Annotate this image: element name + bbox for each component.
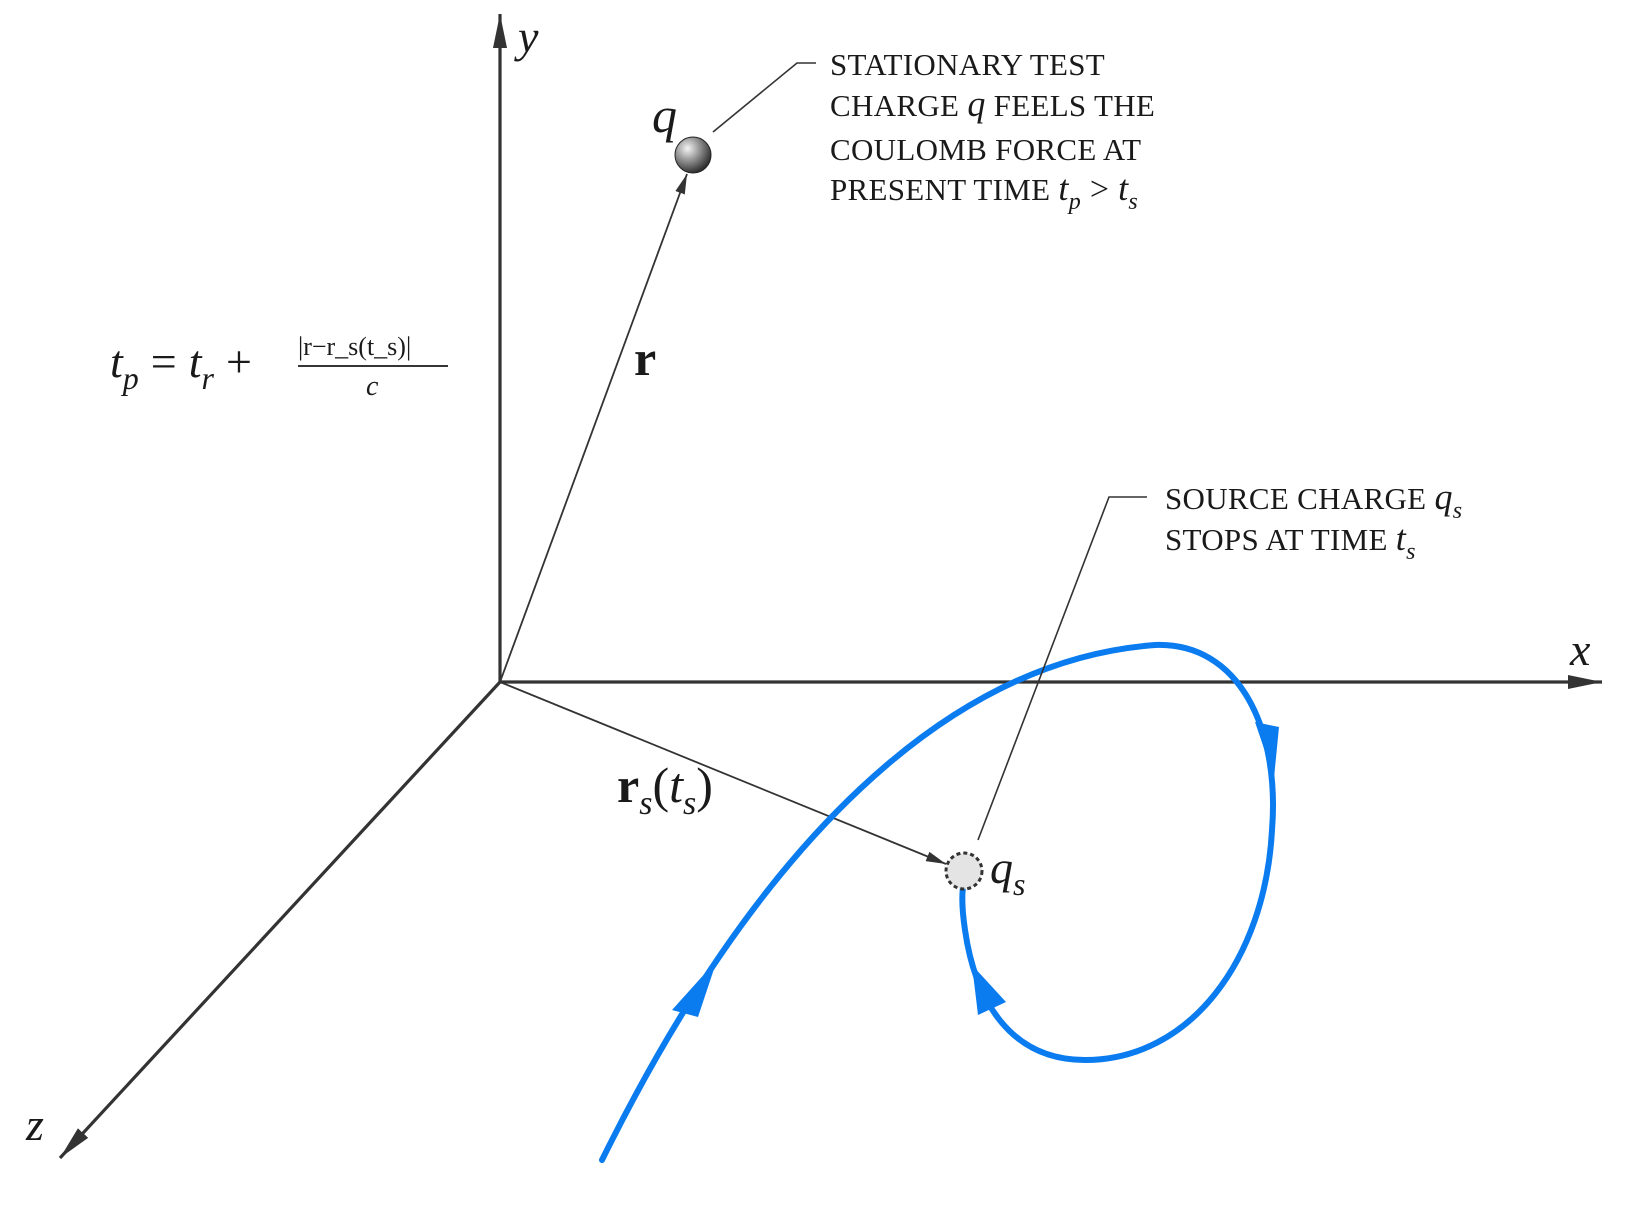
y-axis-label: y — [514, 11, 539, 62]
source-note-line-2-sub: s — [1406, 539, 1416, 565]
trajectory-arrow-1 — [672, 960, 717, 1017]
source-note-line-2-text: STOPS AT TIME — [1165, 522, 1396, 557]
test-note-line-2-math: q — [967, 84, 985, 124]
equation-denominator: c — [366, 371, 379, 402]
test-charge-label: q — [652, 87, 677, 143]
vector-rs-open-paren: ( — [652, 757, 669, 813]
test-callout-leader — [712, 62, 816, 133]
axes: x y z — [25, 11, 1602, 1160]
source-charge-symbol: q — [990, 842, 1013, 893]
vector-rs-sub: s — [639, 785, 652, 822]
vector-rs-arg: t — [669, 757, 684, 813]
vector-rs-main: r — [617, 757, 639, 813]
equation-term1-sub: r — [202, 360, 215, 396]
test-note-line-4: PRESENT TIME tp > ts — [830, 168, 1138, 215]
source-charge: qs — [944, 842, 1025, 902]
source-note-line-1-text: SOURCE CHARGE — [1165, 481, 1434, 516]
source-charge-dot — [944, 851, 984, 891]
test-charge-ball — [674, 136, 712, 174]
source-charge-subscript: s — [1013, 866, 1025, 902]
source-callout-leader — [977, 496, 1147, 841]
vector-rs-close-paren: ) — [696, 757, 713, 813]
equation-lhs: tp=tr+ — [110, 336, 252, 396]
source-vector-rs: rs(ts) — [499, 681, 947, 865]
vector-r-label: r — [634, 330, 656, 386]
equation-lhs-sub: p — [121, 360, 139, 396]
test-charge: q — [652, 87, 712, 174]
test-note-line-2-text: CHARGE — [830, 88, 967, 123]
vector-rs-line — [499, 681, 947, 865]
test-note-line-4-text: PRESENT TIME — [830, 172, 1058, 207]
trajectory-arrow-2 — [1255, 722, 1279, 778]
source-note-line-1-math: q — [1434, 477, 1452, 517]
test-note-line-3: COULOMB FORCE AT — [830, 132, 1141, 167]
source-note-line-2: STOPS AT TIME ts — [1165, 518, 1416, 565]
equation-lhs-t: t — [110, 336, 124, 387]
z-axis-label: z — [25, 1099, 44, 1150]
test-note-line-2: CHARGE q FEELS THE — [830, 84, 1155, 124]
vector-rs-arg-sub: s — [683, 785, 696, 822]
test-note-line-1: STATIONARY TEST — [830, 47, 1105, 82]
source-trajectory — [599, 641, 1279, 1163]
equation-term1: t — [189, 336, 203, 387]
equation-numerator: |r−r_s(t_s)| — [298, 332, 411, 361]
x-axis-label: x — [1569, 624, 1591, 675]
source-note-line-1-sub: s — [1453, 498, 1463, 524]
source-charge-callout: SOURCE CHARGE qs STOPS AT TIME ts — [977, 477, 1462, 841]
retarded-time-equation: tp=tr+ |r−r_s(t_s)| c — [110, 332, 448, 402]
position-vector-r: r — [499, 173, 688, 683]
vector-r-line — [499, 173, 688, 683]
test-note-line-2-after: FEELS THE — [986, 88, 1156, 123]
vector-rs-label: rs(ts) — [617, 757, 713, 822]
trajectory-arrow-3 — [972, 965, 1006, 1015]
test-note-line-4-math: t — [1058, 168, 1069, 208]
test-note-line-4-after: > — [1081, 171, 1118, 208]
trajectory-path — [599, 641, 1276, 1163]
source-charge-label: qs — [990, 842, 1025, 902]
z-axis — [58, 680, 502, 1160]
test-charge-callout: STATIONARY TEST CHARGE q FEELS THE COULO… — [712, 47, 1155, 215]
equation-equals: = — [151, 336, 177, 387]
equation-plus: + — [226, 336, 252, 387]
source-note-line-1: SOURCE CHARGE qs — [1165, 477, 1462, 524]
source-note-line-2-math: t — [1396, 518, 1407, 558]
test-note-line-4-math2: t — [1118, 168, 1129, 208]
test-note-line-4-sub2: s — [1128, 189, 1138, 215]
test-note-line-4-sub: p — [1067, 189, 1081, 215]
